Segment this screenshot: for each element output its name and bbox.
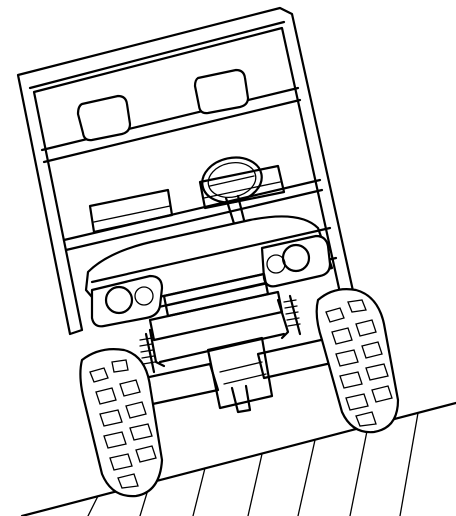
brush-guard: [148, 298, 290, 368]
body-hood: [84, 215, 338, 342]
front-right-tire: [315, 288, 400, 434]
roof-light-left: [76, 94, 132, 142]
utv-vehicle: [16, 6, 400, 498]
front-left-tire: [79, 348, 164, 498]
headlight-right: [260, 234, 332, 288]
rops-frame: [16, 6, 357, 336]
headlight-left: [90, 274, 164, 328]
seats: [88, 164, 286, 234]
roof-light-right: [193, 68, 250, 115]
